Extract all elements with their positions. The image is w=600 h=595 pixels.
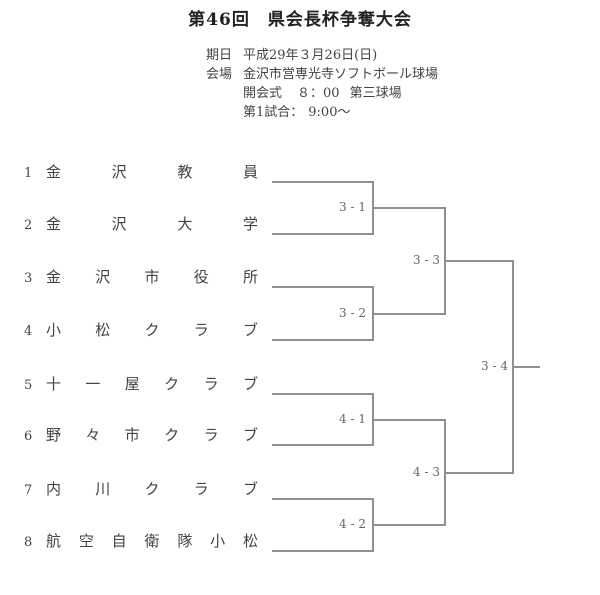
team-name-char: 金 [46,163,62,181]
opening-venue: 第三球場 [349,86,402,101]
match-label-4-3: 4 - 3 [413,465,440,479]
team-name-char: 金 [46,215,62,233]
team-name: 内川クラブ [46,481,258,498]
team-name-char: ラ [203,375,219,393]
bracket-connector [444,472,514,474]
team-name: 金沢大学 [46,216,258,233]
team-name: 小松クラブ [46,322,258,339]
team-name-char: 屋 [124,375,140,393]
opening-time: ８：00 [297,86,340,101]
team-line [272,286,374,288]
team-name-char: 員 [242,163,258,181]
team-name-char: 自 [111,532,127,550]
team-name-char: 川 [95,480,111,498]
team-name-char: 役 [193,268,209,286]
team-name-char: ラ [193,321,209,339]
team-line [272,181,374,183]
team-name-char: ラ [193,480,209,498]
team-name-char: ブ [242,426,258,444]
winner-line [512,366,540,368]
team-name-char: ブ [242,480,258,498]
bracket-connector [372,419,446,421]
opening-label: 開会式 [243,86,283,101]
team-seed: 8 [24,535,33,550]
team-name-char: ブ [242,321,258,339]
team-name-char: 小 [46,321,62,339]
venue-value: 金沢市営専光寺ソフトボール球場 [243,67,439,82]
team-name-char: 空 [78,532,94,550]
team-name-char: 市 [144,268,160,286]
team-name-char: 々 [85,426,101,444]
date-value: 平成29年３月26日(日) [243,48,378,63]
page-title: 第46回 県会長杯争奪大会 [188,10,412,30]
match-label-3-2: 3 - 2 [339,306,366,320]
bracket-connector [372,524,446,526]
team-name-char: 所 [242,268,258,286]
team-line [272,498,374,500]
team-name: 十一屋クラブ [46,376,258,393]
team-name: 金沢教員 [46,164,258,181]
team-seed: 5 [24,378,33,393]
team-name-char: ブ [242,375,258,393]
team-name-char: 衛 [144,532,160,550]
first-game-time: 9:00～ [308,105,351,120]
team-seed: 2 [24,218,33,233]
team-name-char: 金 [46,268,62,286]
team-name-char: 野 [46,426,62,444]
first-game-label: 第1試合： [243,105,304,120]
team-name-char: 内 [46,480,62,498]
team-name-char: 一 [85,375,101,393]
match-label-3-3: 3 - 3 [413,253,440,267]
team-seed: 6 [24,429,33,444]
team-seed: 3 [24,271,33,286]
date-label: 期日 [206,48,233,63]
match-label-3-1: 3 - 1 [339,200,366,214]
team-name-char: 市 [124,426,140,444]
team-name-char: 学 [242,215,258,233]
team-name-char: 隊 [177,532,193,550]
team-name-char: ク [164,375,180,393]
team-name: 金沢市役所 [46,269,258,286]
team-line [272,550,374,552]
team-name-char: 十 [46,375,62,393]
bracket-connector [372,207,446,209]
team-name-char: 沢 [111,163,127,181]
venue-label: 会場 [206,67,233,82]
team-name-char: 小 [210,532,226,550]
team-name-char: 松 [242,532,258,550]
team-name-char: ク [144,321,160,339]
team-name-char: ク [144,480,160,498]
first-game-row: 第1試合： 9:00～ [243,103,438,122]
match-label-4-1: 4 - 1 [339,412,366,426]
opening-ceremony-row: 開会式 ８：00 第三球場 [243,84,438,103]
team-name-char: 沢 [95,268,111,286]
team-seed: 1 [24,166,33,181]
event-venue-row: 会場金沢市営専光寺ソフトボール球場 [206,65,438,84]
bracket-connector [444,260,514,262]
team-name-char: 航 [46,532,62,550]
team-name-char: 大 [177,215,193,233]
bracket-connector [372,313,446,315]
match-label-3-4: 3 - 4 [481,359,508,373]
team-name-char: 沢 [111,215,127,233]
match-label-4-2: 4 - 2 [339,517,366,531]
team-name-char: 教 [177,163,193,181]
team-name: 野々市クラブ [46,427,258,444]
team-name: 航空自衛隊小松 [46,533,258,550]
team-line [272,233,374,235]
team-line [272,339,374,341]
team-line [272,393,374,395]
team-seed: 7 [24,483,33,498]
team-name-char: ク [164,426,180,444]
team-line [272,444,374,446]
event-date-row: 期日平成29年３月26日(日) [206,46,438,65]
team-seed: 4 [24,324,33,339]
team-name-char: 松 [95,321,111,339]
event-info: 期日平成29年３月26日(日) 会場金沢市営専光寺ソフトボール球場 開会式 ８：0… [206,46,438,122]
team-name-char: ラ [203,426,219,444]
